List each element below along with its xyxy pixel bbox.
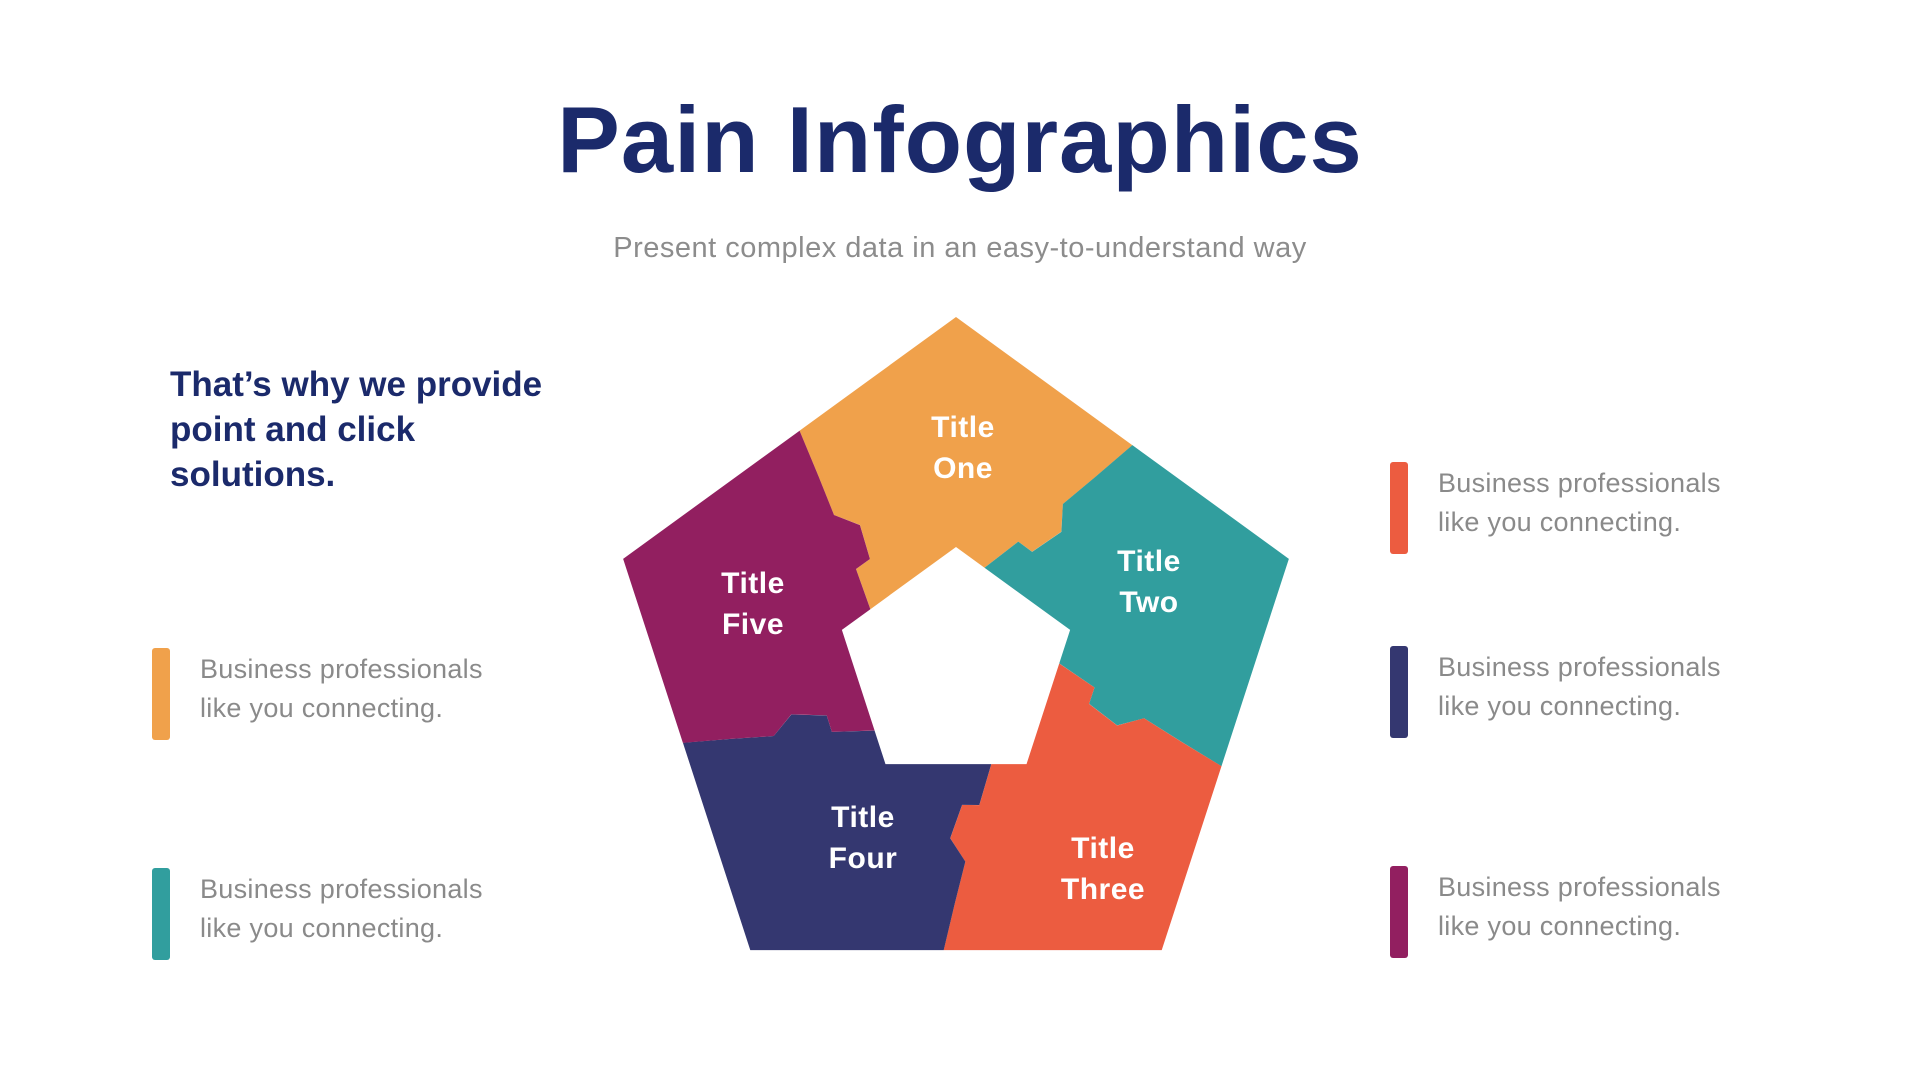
legend-text: Business professionals like you connecti…	[1438, 652, 1721, 721]
segment-one-label-line2: One	[933, 452, 993, 485]
legend-item-orange: Business professionals like you connecti…	[152, 648, 530, 740]
legend-item-teal: Business professionals like you connecti…	[152, 868, 530, 960]
segment-five-shape	[623, 430, 875, 743]
legend-color-bar-teal	[152, 868, 170, 960]
legend-text: Business professionals like you connecti…	[1438, 872, 1721, 941]
legend-item-coral: Business professionals like you connecti…	[1390, 462, 1768, 554]
legend-color-bar-magenta	[1390, 866, 1408, 958]
legend-color-bar-orange	[152, 648, 170, 740]
segment-four-label: Title Four	[829, 797, 898, 879]
legend-color-bar-navy	[1390, 646, 1408, 738]
segment-three-shape	[943, 663, 1222, 951]
segment-two-label-line2: Two	[1119, 586, 1179, 619]
legend-text: Business professionals like you connecti…	[1438, 468, 1721, 537]
segment-three-label-line1: Title	[1071, 832, 1135, 865]
page-title: Pain Infographics	[557, 87, 1363, 192]
segment-four-shape	[682, 714, 992, 951]
legend-item-magenta: Business professionals like you connecti…	[1390, 866, 1768, 958]
segment-one-shape	[799, 317, 1133, 610]
segment-one-label: Title One	[931, 407, 995, 489]
legend-text: Business professionals like you connecti…	[200, 654, 483, 723]
segment-three-label-line2: Three	[1060, 873, 1146, 906]
segment-four-label-line1: Title	[831, 801, 895, 834]
page-subtitle: Present complex data in an easy-to-under…	[613, 232, 1307, 264]
segment-two-label: Title Two	[1117, 541, 1181, 623]
segment-five-label-line2: Five	[721, 608, 785, 641]
legend-text: Business professionals like you connecti…	[200, 874, 483, 943]
segment-five-label-line1: Title	[721, 567, 785, 600]
legend-item-navy: Business professionals like you connecti…	[1390, 646, 1768, 738]
segment-two-shape	[984, 445, 1289, 767]
segment-two-label-line1: Title	[1117, 545, 1181, 578]
segment-five-label: Title Five	[721, 563, 785, 645]
segment-one-label-line1: Title	[931, 411, 995, 444]
segment-three-label: Title Three	[1061, 828, 1145, 910]
intro-text: That’s why we provide point and click so…	[170, 365, 543, 494]
segment-four-label-line2: Four	[828, 842, 898, 875]
legend-color-bar-coral	[1390, 462, 1408, 554]
